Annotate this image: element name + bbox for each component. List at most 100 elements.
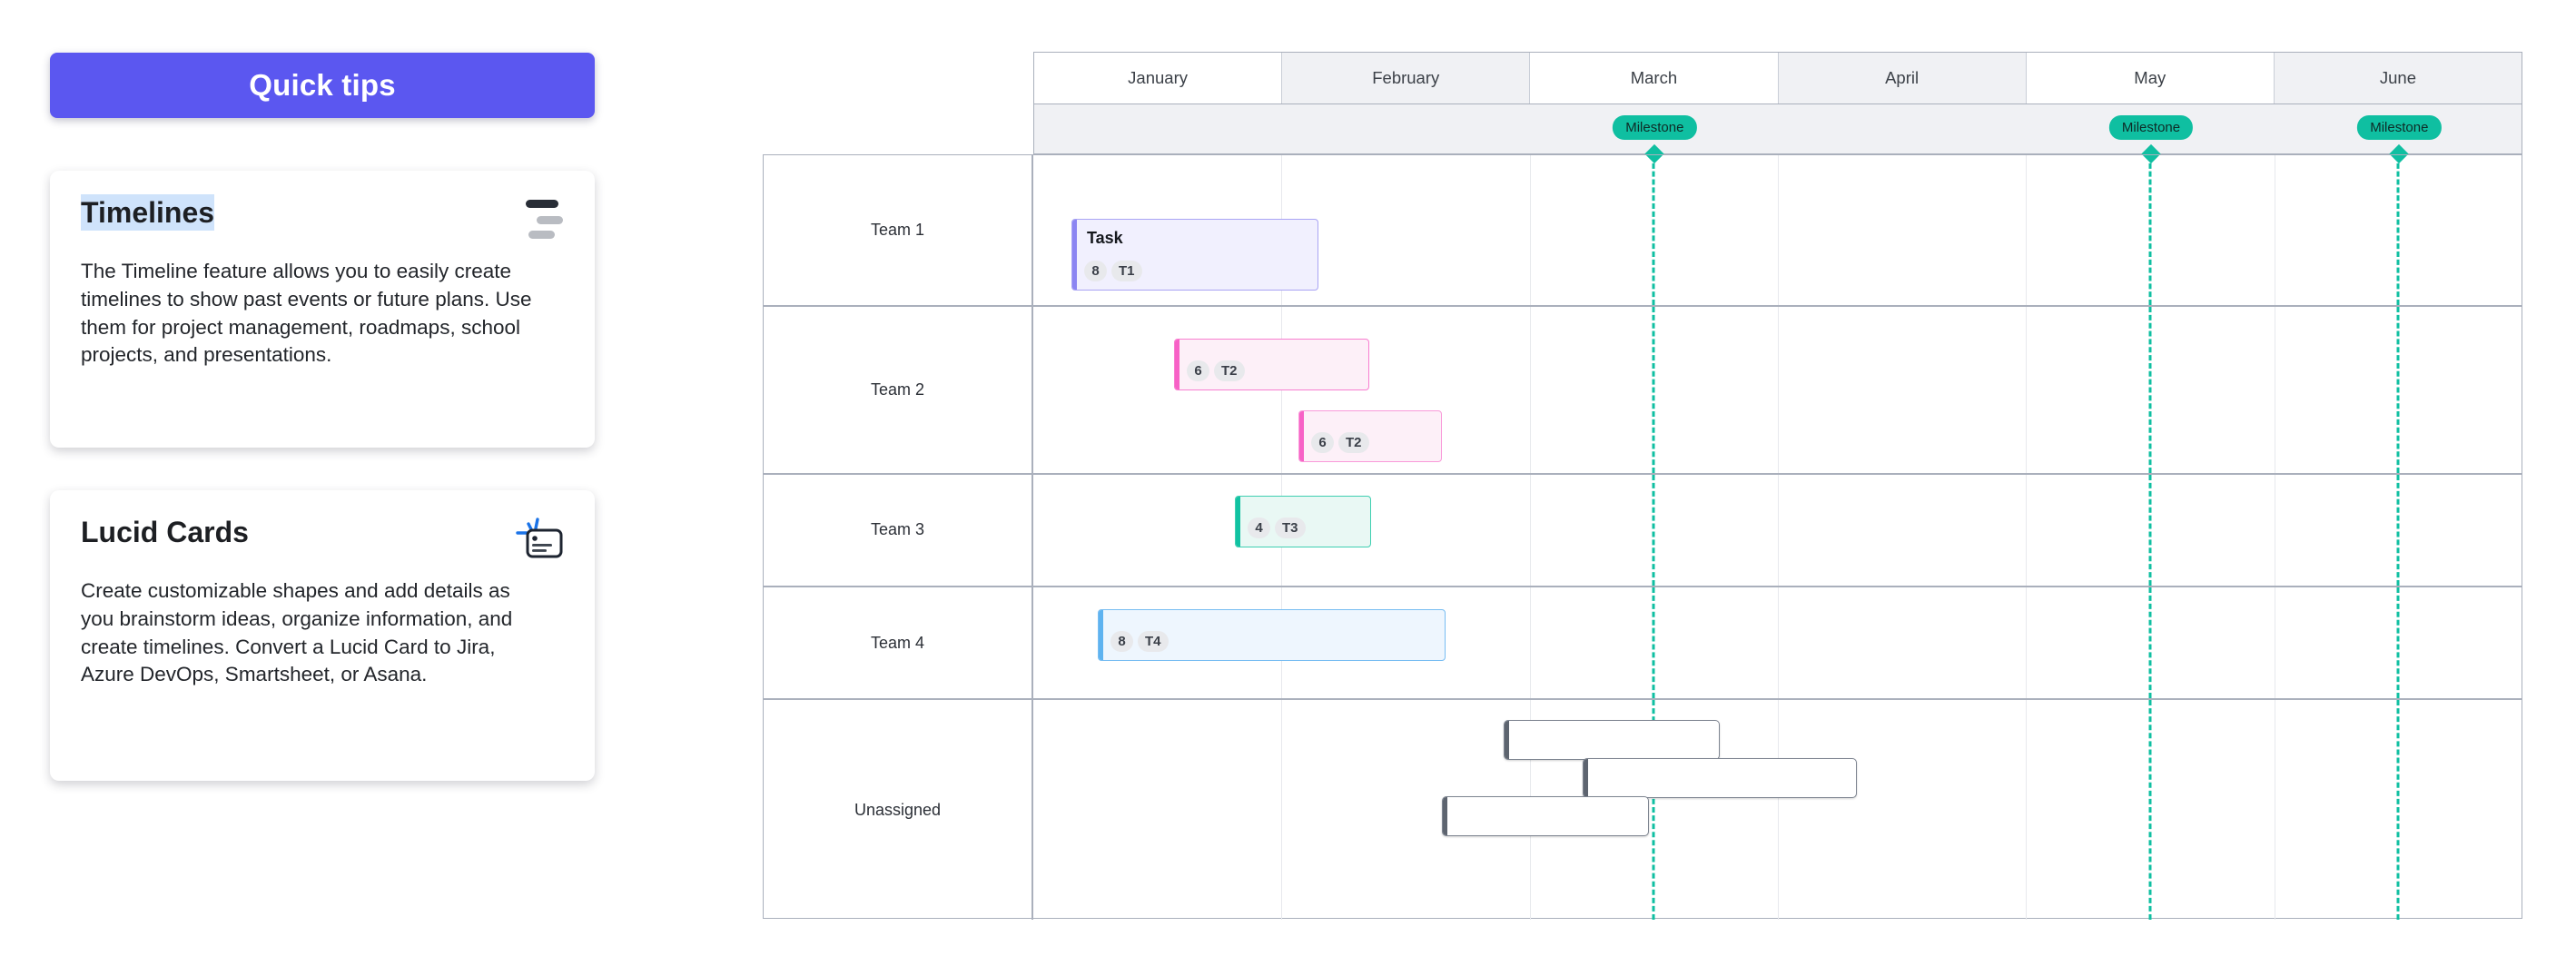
task-count-badge[interactable]: 6	[1187, 360, 1209, 381]
task-tag-badge[interactable]: T1	[1111, 260, 1142, 281]
month-gridline	[1281, 700, 1283, 920]
task-count-badge[interactable]: 8	[1110, 630, 1133, 652]
milestone-guideline	[2396, 306, 2400, 473]
milestone-guideline	[2148, 700, 2152, 920]
milestone-guideline	[2148, 587, 2152, 699]
milestone-guideline	[1652, 700, 1655, 920]
row-label-team-4[interactable]: Team 4	[764, 587, 1033, 699]
lucid-card-sparkle-icon	[513, 518, 564, 569]
row-label-team-3[interactable]: Team 3	[764, 474, 1033, 586]
task-tag-badge[interactable]: T4	[1138, 630, 1169, 652]
tip-card-title: Lucid Cards	[81, 516, 249, 548]
task-tag-badge[interactable]: T2	[1214, 360, 1245, 381]
milestone-band: Milestone Milestone Milestone	[1033, 104, 2522, 164]
month-gridline	[1529, 587, 1531, 699]
task-bar-title: Task	[1087, 229, 1123, 247]
task-bar-accent	[1443, 797, 1447, 836]
tip-card-timelines[interactable]: Timelines The Timeline feature allows yo…	[50, 171, 595, 448]
month-gridline	[1778, 155, 1779, 305]
milestone-guideline	[2148, 474, 2152, 586]
row-label-team-1[interactable]: Team 1	[764, 155, 1033, 305]
month-gridline	[1778, 474, 1779, 586]
task-bar-accent	[1175, 339, 1179, 389]
milestone-guideline	[2148, 155, 2152, 305]
milestone-marker[interactable]: Milestone	[1613, 115, 1697, 140]
month-header-cell[interactable]: January	[1034, 53, 1283, 104]
month-header-cell[interactable]: February	[1282, 53, 1531, 104]
milestone-marker[interactable]: Milestone	[2108, 115, 2194, 140]
timeline-bar-empty[interactable]	[1583, 758, 1857, 799]
milestone-guideline	[2396, 700, 2400, 920]
month-gridline	[2026, 700, 2028, 920]
tip-card-title: Timelines	[81, 194, 215, 231]
row-label-team-2[interactable]: Team 2	[764, 306, 1033, 473]
row-track	[1033, 700, 2522, 920]
timeline-row: Unassigned	[764, 700, 2522, 920]
milestone-guideline	[2396, 474, 2400, 586]
milestone-guideline	[2396, 155, 2400, 305]
milestone-guideline	[2148, 306, 2152, 473]
milestone-guideline	[2396, 587, 2400, 699]
task-count-badge[interactable]: 6	[1311, 431, 1334, 453]
month-gridline	[1778, 587, 1779, 699]
month-gridline	[1529, 306, 1531, 473]
month-gridline	[1778, 700, 1779, 920]
task-bar-accent	[1072, 220, 1077, 290]
month-gridline	[2026, 474, 2028, 586]
month-gridline	[2026, 306, 2028, 473]
month-header-cell[interactable]: May	[2026, 53, 2275, 104]
milestone-guideline	[1652, 587, 1655, 699]
task-bar-accent	[1236, 496, 1240, 547]
tip-card-lucid-cards[interactable]: Lucid Cards Create customizable shapes a…	[50, 490, 595, 781]
task-bar-accent	[1505, 721, 1509, 760]
month-header-cell[interactable]: March	[1530, 53, 1779, 104]
month-header-cell[interactable]: April	[1778, 53, 2027, 104]
task-count-badge[interactable]: 4	[1248, 517, 1270, 538]
month-gridline	[2026, 155, 2028, 305]
three-bars-icon	[526, 198, 564, 244]
task-tag-badge[interactable]: T3	[1275, 517, 1306, 538]
milestone-guideline	[1652, 155, 1655, 305]
task-bar-accent	[1299, 410, 1304, 461]
milestone-guideline	[1652, 474, 1655, 586]
month-header-cell[interactable]: June	[2274, 53, 2522, 104]
quick-tips-sidebar: Quick tips Timelines The Timeline featur…	[50, 53, 595, 781]
month-gridline	[1529, 474, 1531, 586]
row-label-unassigned[interactable]: Unassigned	[764, 700, 1033, 920]
month-gridline	[1529, 155, 1531, 305]
month-gridline	[2026, 587, 2028, 699]
task-tag-badge[interactable]: T2	[1338, 431, 1369, 453]
timeline-bar-empty[interactable]	[1504, 720, 1720, 761]
timeline-bar-empty[interactable]	[1442, 796, 1649, 837]
milestone-guideline	[1652, 306, 1655, 473]
milestone-marker[interactable]: Milestone	[2357, 115, 2442, 140]
task-count-badge[interactable]: 8	[1084, 260, 1107, 281]
quick-tips-header: Quick tips	[50, 53, 595, 118]
task-bar-accent	[1584, 759, 1588, 798]
tip-card-body: Create customizable shapes and add detai…	[81, 579, 513, 686]
task-bar-accent	[1099, 609, 1103, 660]
tip-card-body: The Timeline feature allows you to easil…	[81, 260, 532, 367]
